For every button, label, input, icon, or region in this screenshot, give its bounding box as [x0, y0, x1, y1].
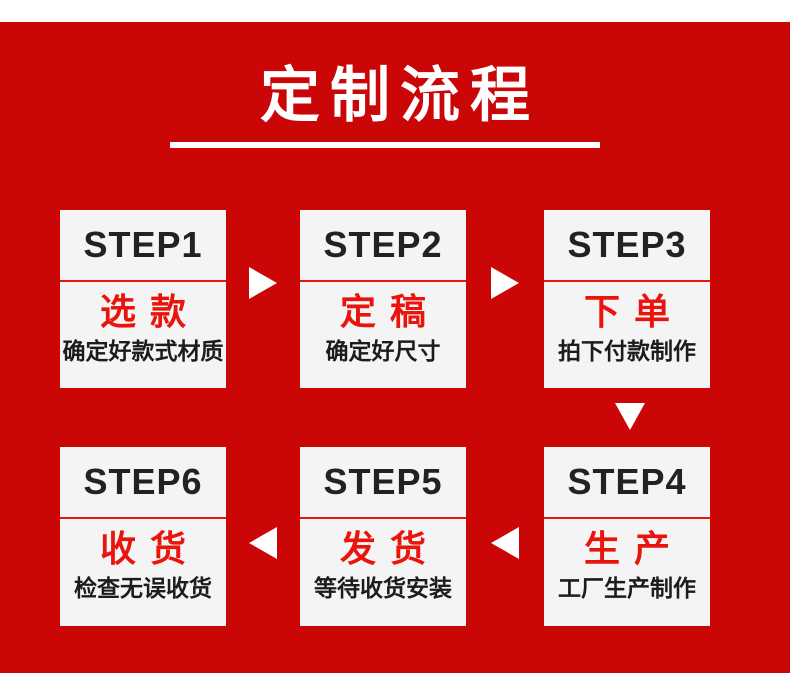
- step-title: 选款: [99, 291, 200, 332]
- title-underline: [170, 142, 600, 148]
- step-number: STEP3: [544, 210, 710, 282]
- step-description: 工厂生产制作: [558, 575, 696, 601]
- step-title: 定稿: [339, 291, 440, 332]
- step-title: 发货: [339, 528, 440, 569]
- step-number: STEP5: [300, 447, 466, 519]
- step-description: 确定好尺寸: [325, 338, 441, 364]
- step-number: STEP6: [60, 447, 226, 519]
- step-card-6: STEP6 收货 检查无误收货: [60, 447, 226, 626]
- step-number: STEP4: [544, 447, 710, 519]
- page-title: 定制流程: [260, 62, 540, 129]
- step-card-5: STEP5 发货 等待收货安装: [300, 447, 466, 626]
- step-number: STEP1: [60, 210, 226, 282]
- step-title: 下单: [583, 291, 684, 332]
- step-number: STEP2: [300, 210, 466, 282]
- step-description: 拍下付款制作: [558, 338, 696, 364]
- step-description: 等待收货安装: [314, 575, 452, 601]
- step-description: 确定好款式材质: [62, 338, 224, 364]
- arrow-right-icon: [491, 267, 519, 299]
- step-card-1: STEP1 选款 确定好款式材质: [60, 210, 226, 388]
- arrow-left-icon: [491, 527, 519, 559]
- step-title: 收货: [99, 528, 200, 569]
- step-card-2: STEP2 定稿 确定好尺寸: [300, 210, 466, 388]
- step-card-3: STEP3 下单 拍下付款制作: [544, 210, 710, 388]
- arrow-left-icon: [249, 527, 277, 559]
- arrow-down-icon: [615, 403, 645, 430]
- step-description: 检查无误收货: [74, 575, 212, 601]
- step-card-4: STEP4 生产 工厂生产制作: [544, 447, 710, 626]
- arrow-right-icon: [249, 267, 277, 299]
- step-title: 生产: [583, 528, 684, 569]
